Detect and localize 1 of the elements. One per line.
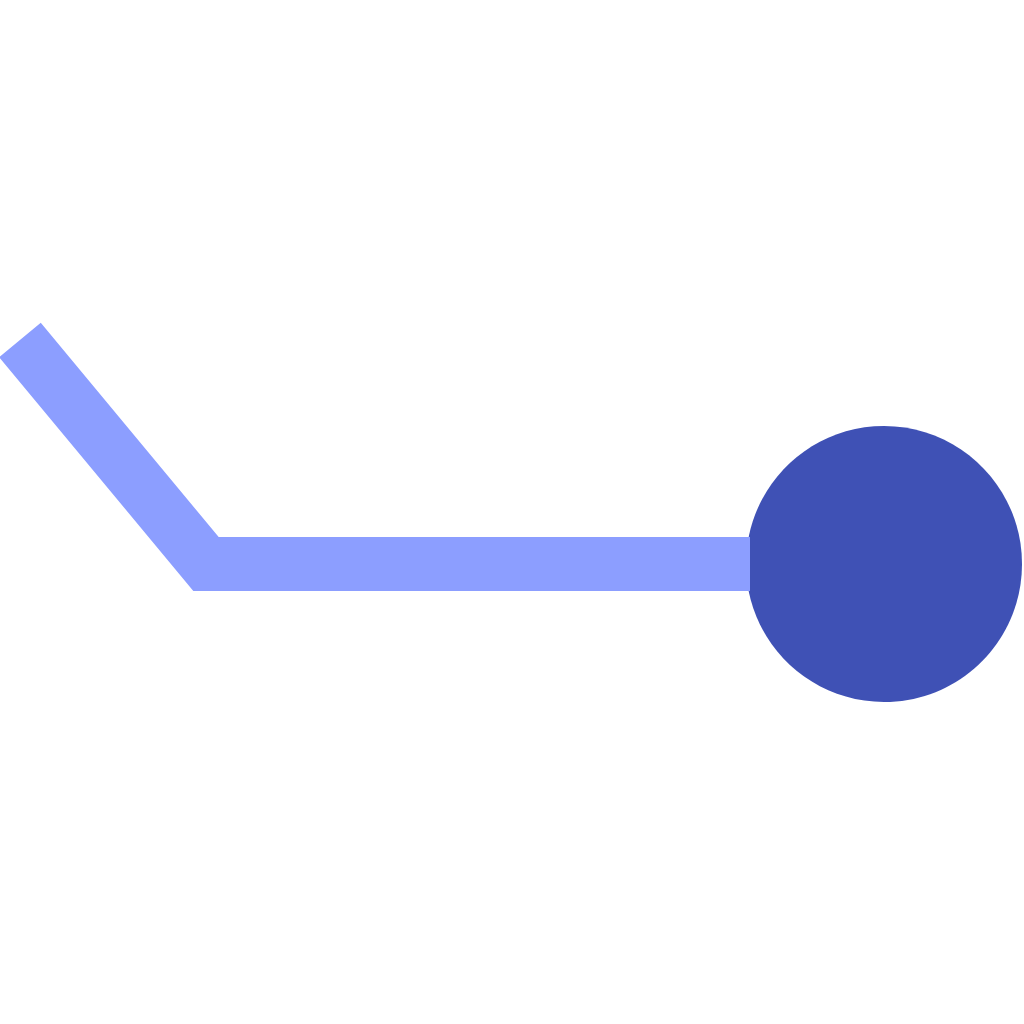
puck-circle: [746, 426, 1022, 702]
